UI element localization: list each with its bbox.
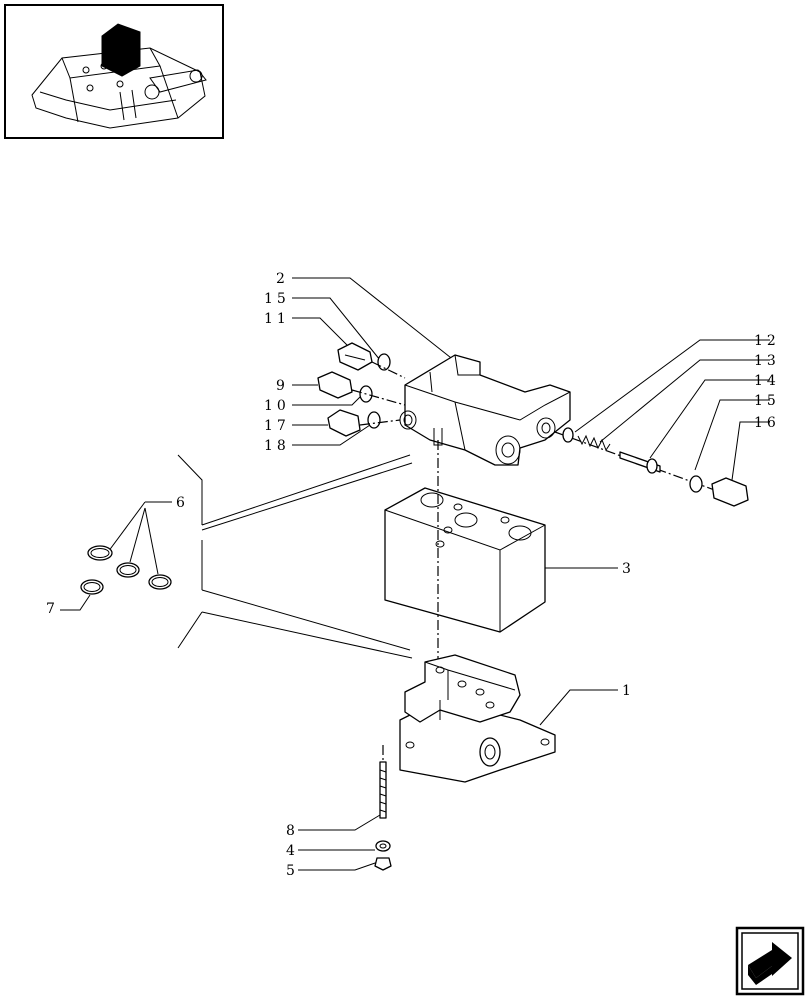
callout-6: 6 [176,495,189,511]
part-2-valve-body [399,354,571,466]
callout-18: 18 [264,438,290,454]
callout-2: 2 [276,271,289,287]
callout-7: 7 [46,601,59,617]
callout-4: 4 [286,843,299,859]
part-3-block [384,487,546,633]
callout-1: 1 [622,683,635,699]
stud-washer-nut [374,745,392,871]
callout-17: 17 [264,418,290,434]
next-page-arrow-icon[interactable] [735,926,805,996]
callout-3: 3 [622,561,635,577]
callout-16: 16 [754,415,780,431]
callout-labels: 2 15 11 9 10 17 18 12 13 14 15 16 6 7 3 … [46,271,780,879]
callout-8: 8 [286,823,299,839]
thumbnail-panel[interactable] [4,4,224,139]
callout-12: 12 [754,333,780,349]
part-1-base [399,654,556,783]
leader-lines [60,277,770,871]
callout-14: 14 [754,373,780,389]
callout-5: 5 [286,863,299,879]
detail-bracket [177,454,413,659]
tractor-lift-cover-icon [31,23,207,129]
o-rings [80,545,172,595]
callout-13: 13 [754,353,780,369]
callout-15-left: 15 [264,291,290,307]
callout-9: 9 [276,378,289,394]
callout-10: 10 [264,398,290,414]
fittings-right [554,427,749,507]
fittings-left [317,342,406,437]
callout-11: 11 [264,311,290,327]
callout-15-right: 15 [754,393,780,409]
